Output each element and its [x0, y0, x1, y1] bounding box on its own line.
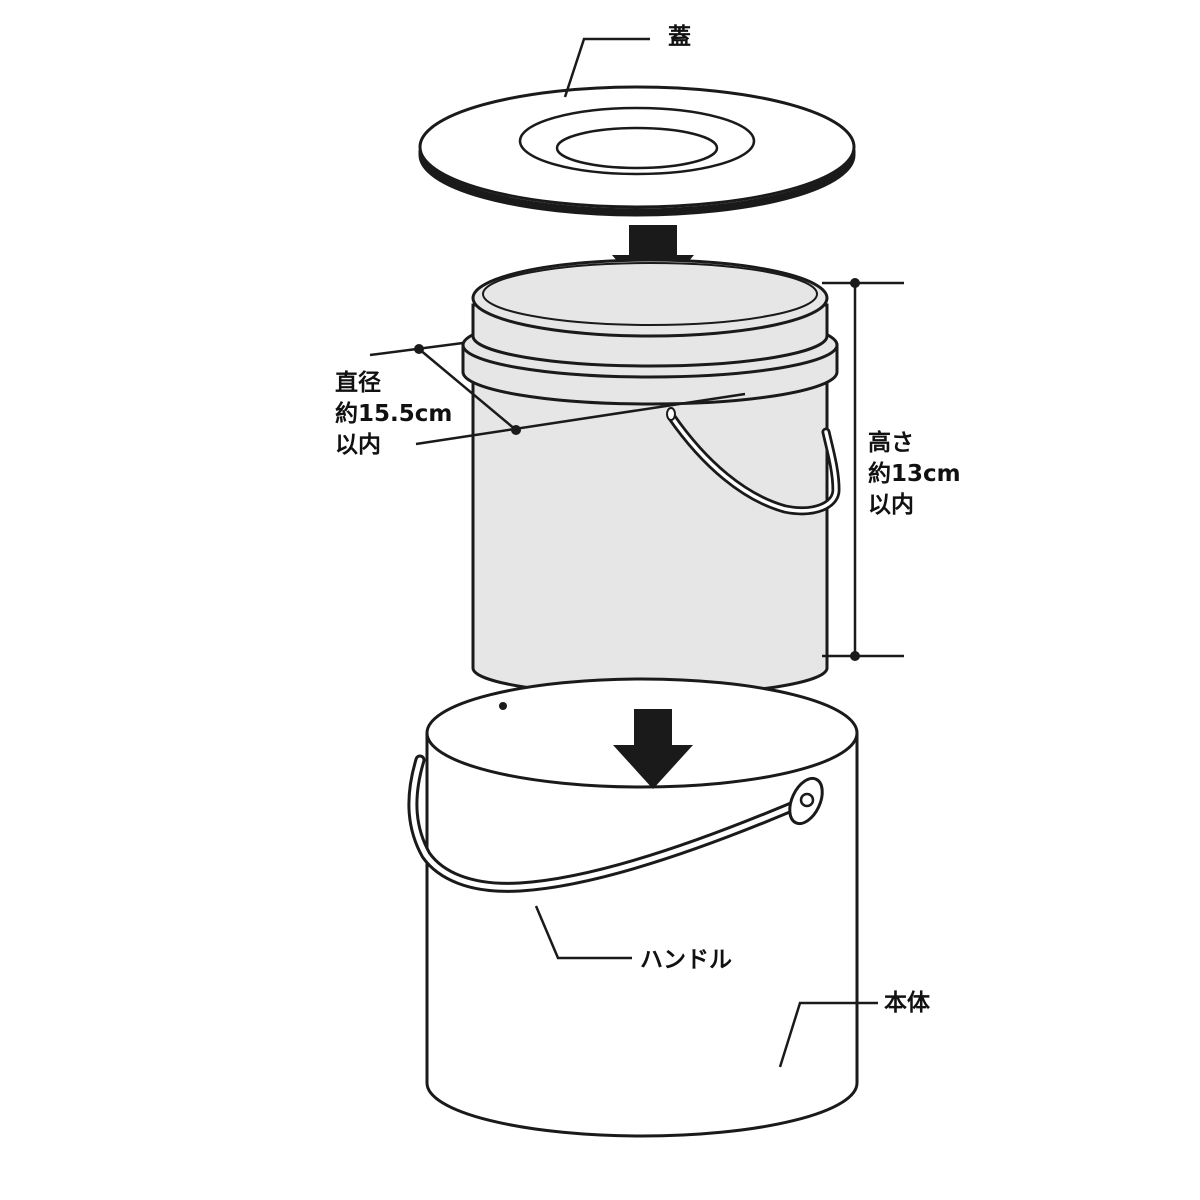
diameter-label-line-3: 以内: [335, 432, 381, 458]
lid-part: [418, 85, 856, 217]
down-arrow-lower: [613, 709, 693, 789]
height-label: 高さ 約13cm 以内: [868, 428, 961, 521]
height-label-line-3: 以内: [868, 492, 914, 518]
height-label-line-2: 約13cm: [868, 461, 961, 487]
body-leader-line: [778, 1001, 878, 1068]
diameter-label-line-1: 直径: [335, 370, 381, 396]
diameter-label: 直径 約15.5cm 以内: [335, 368, 452, 461]
height-dimension: [822, 278, 904, 661]
height-label-line-1: 高さ: [868, 430, 914, 456]
body-label: 本体: [884, 990, 930, 1016]
handle-leader-line: [534, 905, 632, 960]
lid-leader-line: [563, 37, 650, 98]
diameter-dimension: [369, 341, 746, 446]
lid-label: 蓋: [668, 24, 691, 50]
handle-label: ハンドル: [640, 947, 732, 973]
diameter-label-line-2: 約15.5cm: [335, 401, 453, 427]
inner-bucket: [461, 258, 841, 697]
